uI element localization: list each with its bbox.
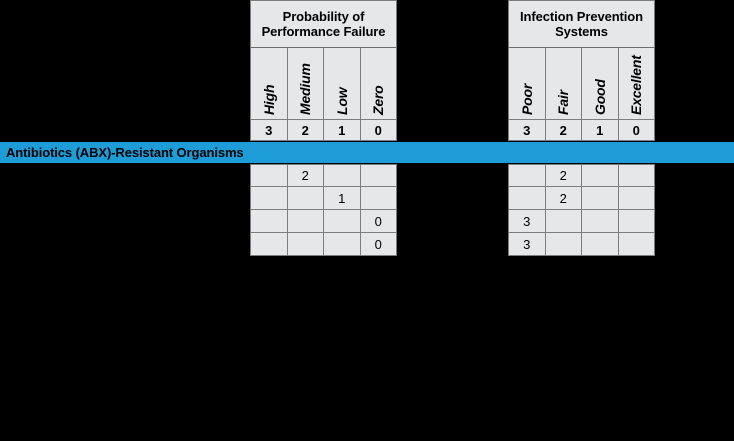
cell-infection-r2-c0[interactable]: 3 xyxy=(508,210,546,233)
column-header-low: Low xyxy=(324,48,361,120)
cell-probability-r3-c0[interactable] xyxy=(250,233,288,256)
cell-probability-r2-c1[interactable] xyxy=(287,210,324,233)
score-row-infection: 3 2 1 0 xyxy=(508,120,655,141)
cell-probability-r3-c3[interactable]: 0 xyxy=(360,233,397,256)
table-row: 2 xyxy=(250,164,397,187)
score-zero: 0 xyxy=(360,120,397,141)
table-row: 2 xyxy=(508,187,655,210)
group-title-probability: Probability of Performance Failure xyxy=(250,0,397,48)
column-header-high-label: High xyxy=(260,84,277,115)
score-good: 1 xyxy=(582,120,619,141)
rotated-label-row-probability: High Medium Low Zero xyxy=(250,48,397,120)
score-fair: 2 xyxy=(545,120,582,141)
cell-infection-r0-c2[interactable] xyxy=(582,164,619,187)
column-header-medium: Medium xyxy=(287,48,324,120)
cell-infection-r1-c1[interactable]: 2 xyxy=(545,187,582,210)
cell-infection-r0-c1[interactable]: 2 xyxy=(545,164,582,187)
cell-infection-r3-c3[interactable] xyxy=(618,233,655,256)
data-grid-infection: 2 2 3 3 xyxy=(508,164,655,256)
table-row: 3 xyxy=(508,233,655,256)
cell-infection-r1-c3[interactable] xyxy=(618,187,655,210)
score-high: 3 xyxy=(250,120,288,141)
table-row: 3 xyxy=(508,210,655,233)
column-header-poor-label: Poor xyxy=(518,83,535,115)
cell-probability-r1-c1[interactable] xyxy=(287,187,324,210)
table-row: 0 xyxy=(250,210,397,233)
cell-infection-r0-c0[interactable] xyxy=(508,164,546,187)
cell-probability-r2-c2[interactable] xyxy=(324,210,361,233)
column-header-excellent: Excellent xyxy=(618,48,655,120)
group-title-infection-line2: Systems xyxy=(555,24,608,39)
column-header-fair: Fair xyxy=(545,48,582,120)
column-header-zero: Zero xyxy=(360,48,397,120)
column-group-infection-prevention-systems: Infection Prevention Systems Poor Fair G… xyxy=(508,0,655,141)
cell-probability-r0-c3[interactable] xyxy=(360,164,397,187)
cell-infection-r3-c2[interactable] xyxy=(582,233,619,256)
score-excellent: 0 xyxy=(618,120,655,141)
category-banner: Antibiotics (ABX)-Resistant Organisms xyxy=(0,142,734,163)
cell-probability-r1-c2[interactable]: 1 xyxy=(324,187,361,210)
cell-probability-r3-c2[interactable] xyxy=(324,233,361,256)
column-header-good: Good xyxy=(582,48,619,120)
score-medium: 2 xyxy=(287,120,324,141)
score-poor: 3 xyxy=(508,120,546,141)
column-header-zero-label: Zero xyxy=(370,85,387,115)
cell-probability-r0-c0[interactable] xyxy=(250,164,288,187)
cell-probability-r2-c3[interactable]: 0 xyxy=(360,210,397,233)
cell-probability-r0-c2[interactable] xyxy=(324,164,361,187)
table-row: 1 xyxy=(250,187,397,210)
cell-infection-r1-c2[interactable] xyxy=(582,187,619,210)
group-title-probability-line2: Performance Failure xyxy=(261,24,386,39)
cell-infection-r1-c0[interactable] xyxy=(508,187,546,210)
cell-probability-r2-c0[interactable] xyxy=(250,210,288,233)
cell-probability-r1-c0[interactable] xyxy=(250,187,288,210)
group-title-infection: Infection Prevention Systems xyxy=(508,0,655,48)
column-header-poor: Poor xyxy=(508,48,546,120)
cell-probability-r0-c1[interactable]: 2 xyxy=(287,164,324,187)
cell-infection-r3-c0[interactable]: 3 xyxy=(508,233,546,256)
column-header-fair-label: Fair xyxy=(555,90,572,115)
cell-infection-r2-c2[interactable] xyxy=(582,210,619,233)
cell-probability-r3-c1[interactable] xyxy=(287,233,324,256)
table-row: 2 xyxy=(508,164,655,187)
table-row: 0 xyxy=(250,233,397,256)
column-header-high: High xyxy=(250,48,288,120)
column-group-probability-of-performance-failure: Probability of Performance Failure High … xyxy=(250,0,397,141)
column-header-excellent-label: Excellent xyxy=(628,55,645,115)
category-banner-label: Antibiotics (ABX)-Resistant Organisms xyxy=(6,145,244,160)
score-low: 1 xyxy=(324,120,361,141)
score-row-probability: 3 2 1 0 xyxy=(250,120,397,141)
column-header-low-label: Low xyxy=(333,87,350,115)
cell-probability-r1-c3[interactable] xyxy=(360,187,397,210)
cell-infection-r3-c1[interactable] xyxy=(545,233,582,256)
rotated-label-row-infection: Poor Fair Good Excellent xyxy=(508,48,655,120)
cell-infection-r0-c3[interactable] xyxy=(618,164,655,187)
data-grid-probability: 2 1 0 0 xyxy=(250,164,397,256)
column-header-good-label: Good xyxy=(591,79,608,115)
cell-infection-r2-c3[interactable] xyxy=(618,210,655,233)
column-header-medium-label: Medium xyxy=(297,63,314,115)
cell-infection-r2-c1[interactable] xyxy=(545,210,582,233)
group-title-infection-line1: Infection Prevention xyxy=(520,9,643,24)
group-title-probability-line1: Probability of xyxy=(282,9,365,24)
